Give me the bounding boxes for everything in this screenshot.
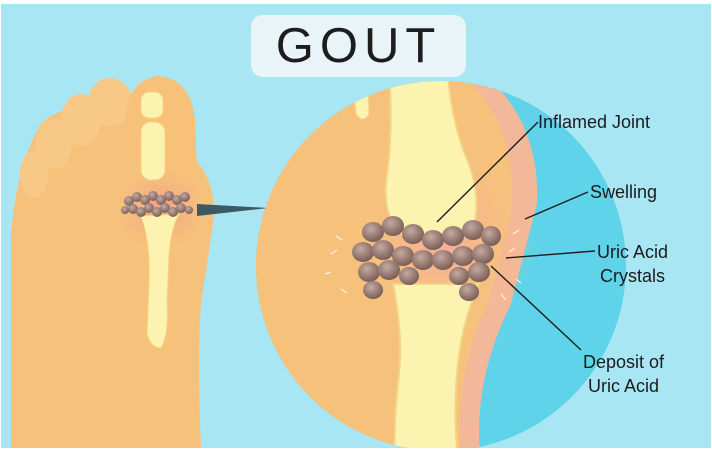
foot xyxy=(11,76,216,448)
label-inflamed-joint: Inflamed Joint xyxy=(538,110,650,134)
gout-illustration: GOUT Inflamed Joint Swelling Uric Acid C… xyxy=(1,4,711,448)
inflamed-joint-text: Inflamed Joint xyxy=(538,112,650,132)
uric-acid-crystals-line2: Crystals xyxy=(597,264,668,288)
label-deposit-of-uric-acid: Deposit of Uric Acid xyxy=(583,350,664,398)
uric-acid-crystals-line1: Uric Acid xyxy=(597,240,668,264)
zoom-pointer xyxy=(197,204,269,216)
label-uric-acid-crystals: Uric Acid Crystals xyxy=(597,240,668,288)
deposit-line2: Uric Acid xyxy=(583,374,664,398)
swelling-text: Swelling xyxy=(590,182,657,202)
title-text: GOUT xyxy=(276,18,442,74)
page-title: GOUT xyxy=(251,15,466,77)
label-swelling: Swelling xyxy=(590,180,657,204)
deposit-line1: Deposit of xyxy=(583,350,664,374)
